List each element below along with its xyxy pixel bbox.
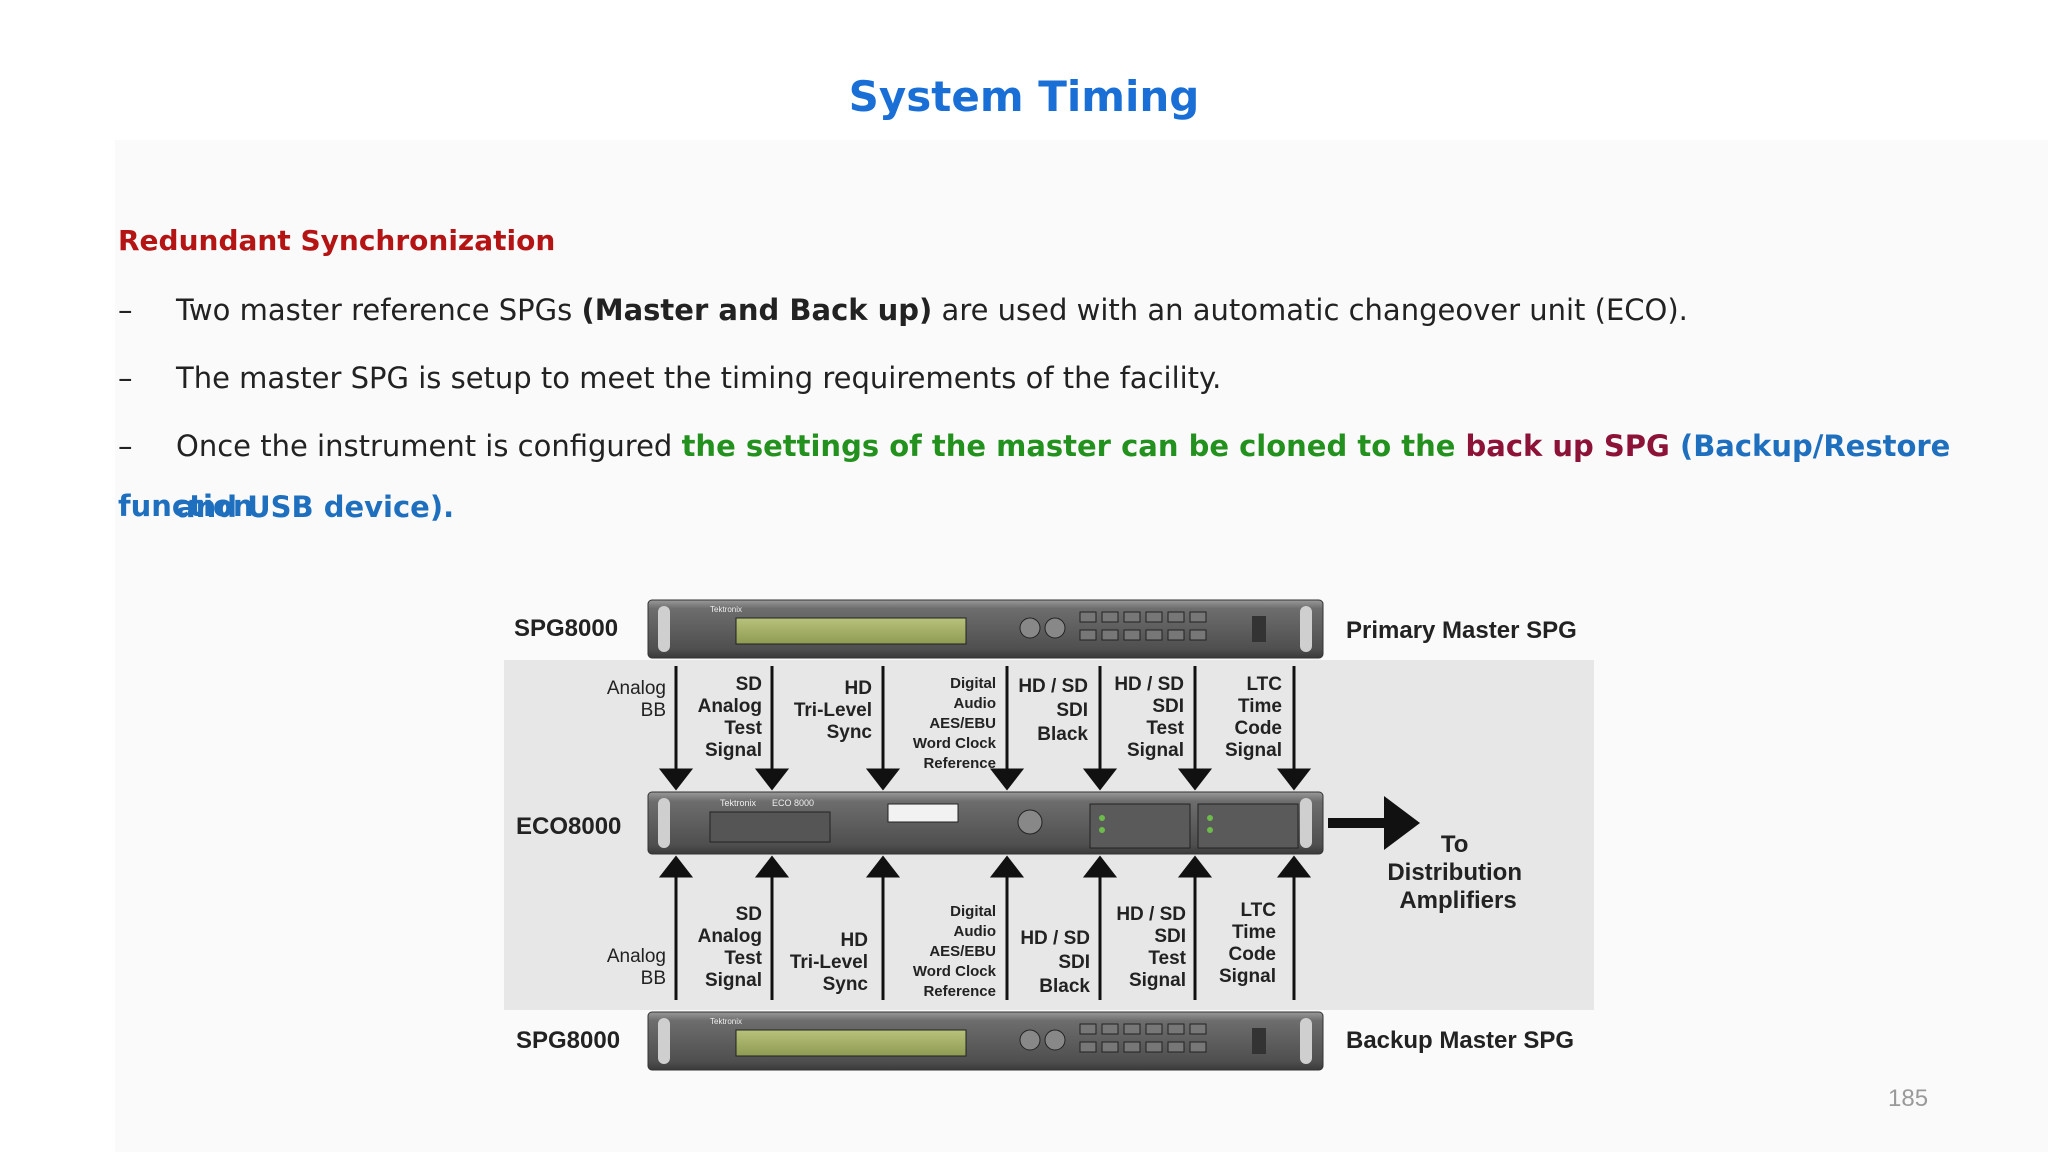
bottom-signal-label: Time bbox=[1232, 922, 1276, 943]
bullet-3-maroon: back up SPG bbox=[1465, 429, 1680, 463]
bullet-2-text: The master SPG is setup to meet the timi… bbox=[176, 361, 1222, 395]
top-signal-label: SDI bbox=[1152, 696, 1184, 717]
bullet-dash: – bbox=[118, 429, 133, 463]
primary-master-label: Primary Master SPG bbox=[1346, 617, 1577, 644]
bottom-signal-label: Signal bbox=[1219, 966, 1276, 987]
bullet-3-green: the settings of the master can be cloned… bbox=[681, 429, 1466, 463]
bullet-1-bold: (Master and Back up) bbox=[581, 293, 933, 327]
bullet-dash: – bbox=[118, 293, 133, 327]
bottom-signal-label: HD bbox=[841, 930, 868, 951]
bullet-1: – Two master reference SPGs (Master and B… bbox=[118, 280, 1688, 340]
output-label: To Distribution Amplifiers bbox=[1387, 831, 1528, 914]
bottom-signal-label: Test bbox=[724, 948, 762, 969]
top-signal-label: Time bbox=[1238, 696, 1282, 717]
bullet-3: – Once the instrument is configured the s… bbox=[118, 416, 2048, 536]
bottom-signal-label: LTC bbox=[1240, 900, 1276, 921]
top-signal-label: HD / SD bbox=[1114, 674, 1184, 695]
top-signal-label: HD / SD bbox=[1018, 676, 1088, 697]
bottom-signal-label: Reference bbox=[923, 983, 996, 1000]
backup-master-label: Backup Master SPG bbox=[1346, 1027, 1574, 1054]
bottom-signal-label: Analog bbox=[607, 946, 666, 967]
top-signal-label: SD bbox=[736, 674, 762, 695]
bottom-signal-label: Tri-Level bbox=[790, 952, 868, 973]
bullet-2: – The master SPG is setup to meet the tim… bbox=[118, 348, 1221, 408]
bottom-signal-label: Code bbox=[1229, 944, 1277, 965]
spg8000-primary-unit: Tektronix bbox=[647, 599, 1324, 659]
top-signal-label: Word Clock bbox=[913, 735, 997, 752]
top-signal-label: Reference bbox=[923, 755, 996, 772]
down-arrows bbox=[658, 666, 1312, 791]
eco-brand: Tektronix bbox=[720, 798, 757, 808]
bottom-signal-label: Test bbox=[1148, 948, 1186, 969]
bottom-signal-label: HD / SD bbox=[1020, 928, 1090, 949]
bottom-signal-label: Signal bbox=[1129, 970, 1186, 991]
bottom-signal-label: Audio bbox=[954, 923, 997, 940]
bottom-signal-label: Sync bbox=[823, 974, 869, 995]
bottom-signal-label: BB bbox=[641, 968, 666, 989]
top-signal-label: Black bbox=[1037, 724, 1088, 745]
bottom-signal-label: SDI bbox=[1058, 952, 1090, 973]
spg-brand: Tektronix bbox=[710, 605, 742, 614]
top-signal-label: AES/EBU bbox=[929, 715, 996, 732]
redundant-sync-diagram: Tektronix SPG8000 Primary Master SPG Ana… bbox=[504, 599, 1594, 1071]
bullet-3-continuation: and USB device). bbox=[176, 490, 455, 524]
top-signal-label: Code bbox=[1235, 718, 1283, 739]
top-signal-label: Analog bbox=[607, 678, 666, 699]
up-arrows bbox=[658, 855, 1312, 1000]
top-signal-label: Signal bbox=[1225, 740, 1282, 761]
eco-model: ECO 8000 bbox=[772, 798, 814, 808]
top-signal-label: SDI bbox=[1056, 700, 1088, 721]
mid-device-label: ECO8000 bbox=[516, 813, 621, 840]
top-signal-label: Test bbox=[1146, 718, 1184, 739]
top-signal-label: Signal bbox=[705, 740, 762, 761]
top-signal-label: Sync bbox=[827, 722, 873, 743]
bottom-signal-label: Black bbox=[1039, 976, 1090, 997]
bullet-3-blue: (Backup/Restore function bbox=[118, 429, 1951, 523]
bottom-signal-label: SDI bbox=[1154, 926, 1186, 947]
top-signal-label: HD bbox=[845, 678, 872, 699]
top-signal-labels: Analog BB SD Analog Test Signal HD Tri-L… bbox=[607, 674, 1282, 772]
bullet-3-pre: Once the instrument is configured bbox=[176, 429, 682, 463]
top-signal-label: Audio bbox=[954, 695, 997, 712]
top-signal-label: Signal bbox=[1127, 740, 1184, 761]
page-number: 185 bbox=[1888, 1085, 1929, 1112]
eco8000-unit: Tektronix ECO 8000 bbox=[647, 791, 1324, 855]
top-signal-label: Tri-Level bbox=[794, 700, 872, 721]
bottom-signal-label: SD bbox=[736, 904, 762, 925]
top-signal-label: BB bbox=[641, 700, 666, 721]
bottom-signal-label: Analog bbox=[698, 926, 762, 947]
spg8000-backup-unit: Tektronix bbox=[647, 1011, 1324, 1071]
slide-title: System Timing bbox=[848, 72, 1200, 121]
top-signal-label: Digital bbox=[950, 675, 996, 692]
section-subtitle: Redundant Synchronization bbox=[118, 224, 556, 257]
bullet-1-post: are used with an automatic changeover un… bbox=[932, 293, 1688, 327]
top-device-label: SPG8000 bbox=[514, 615, 618, 642]
bullet-1-pre: Two master reference SPGs bbox=[176, 293, 582, 327]
bottom-device-label: SPG8000 bbox=[516, 1027, 620, 1054]
spg-brand: Tektronix bbox=[710, 1017, 742, 1026]
top-signal-label: Test bbox=[724, 718, 762, 739]
output-arrow bbox=[1328, 796, 1420, 850]
bottom-signal-label: HD / SD bbox=[1116, 904, 1186, 925]
bottom-signal-label: Digital bbox=[950, 903, 996, 920]
top-signal-label: LTC bbox=[1246, 674, 1282, 695]
bullet-dash: – bbox=[118, 361, 133, 395]
bottom-signal-label: Word Clock bbox=[913, 963, 997, 980]
top-signal-label: Analog bbox=[698, 696, 762, 717]
bottom-signal-label: AES/EBU bbox=[929, 943, 996, 960]
bottom-signal-labels: Analog BB SD Analog Test Signal HD Tri-L… bbox=[607, 900, 1276, 1000]
bottom-signal-label: Signal bbox=[705, 970, 762, 991]
